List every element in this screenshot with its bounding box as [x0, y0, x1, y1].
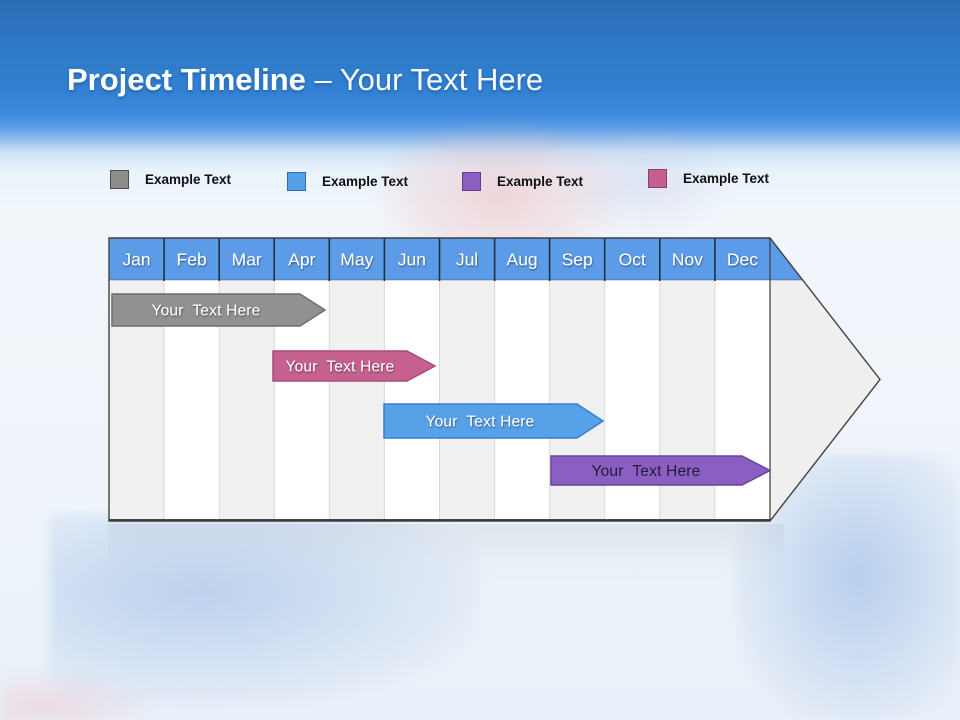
task-bar-gray[interactable]: [111, 293, 327, 327]
legend-item-gray[interactable]: Example Text: [110, 169, 231, 189]
column-gridlines: [163, 280, 716, 521]
task-bars: Your Text Here Your Text Here Your Text …: [111, 293, 772, 486]
table-reflection: [108, 524, 784, 594]
legend-label: Example Text: [145, 171, 232, 187]
stripe-jul: [439, 238, 495, 521]
month-header-aug: Aug: [507, 250, 538, 270]
month-header-mar: Mar: [232, 250, 262, 270]
slide-title-bold: Project Timeline: [67, 62, 315, 97]
month-labels: Jan Feb Mar Apr May Jun Jul Aug Sep Oct …: [122, 250, 758, 270]
month-header-sep: Sep: [562, 250, 593, 270]
task-bar-blue-label: Your Text Here: [426, 414, 535, 431]
slide-title-light: – Your Text Here: [314, 62, 544, 97]
month-header-apr: Apr: [288, 250, 315, 270]
legend-swatch-rect: [462, 171, 481, 191]
task-bar-pink-label: Your Text Here: [286, 359, 395, 376]
month-header-dec: Dec: [727, 250, 758, 270]
month-header-band: [109, 238, 804, 280]
legend-item-blue[interactable]: Example Text: [287, 171, 408, 191]
month-header-nov: Nov: [672, 250, 703, 270]
task-bar-pink[interactable]: [272, 350, 437, 382]
slide-title[interactable]: Project Timeline – Your Text Here: [67, 60, 543, 100]
stripe-jan: [109, 238, 165, 521]
timeline-arrow-svg: Jan Feb Mar Apr May Jun Jul Aug Sep Oct …: [108, 237, 881, 522]
month-header-oct: Oct: [619, 250, 646, 270]
timeline-chart[interactable]: Jan Feb Mar Apr May Jun Jul Aug Sep Oct …: [108, 237, 888, 523]
legend-item-pink[interactable]: Example Text: [648, 168, 769, 188]
month-header-jan: Jan: [122, 250, 150, 270]
legend-swatch-purple-icon: [462, 171, 481, 191]
background-watermark-foot-left: [50, 515, 480, 705]
header-dividers: [163, 238, 716, 281]
legend-swatch-pink-icon: [648, 168, 667, 188]
arrow-outline: [108, 237, 881, 522]
legend-swatch-gray-icon: [110, 169, 129, 189]
legend-swatch-blue-icon: [287, 171, 306, 191]
legend-swatch-rect: [648, 168, 667, 188]
month-header-feb: Feb: [177, 250, 207, 270]
stripe-mar: [219, 238, 275, 521]
task-bar-gray-label: Your Text Here: [152, 303, 261, 320]
legend-item-purple[interactable]: Example Text: [462, 171, 583, 191]
month-header-may: May: [340, 250, 373, 270]
timeline-body: [109, 238, 880, 521]
legend-label: Example Text: [683, 170, 770, 186]
task-bar-purple[interactable]: [550, 455, 772, 486]
month-header-jul: Jul: [456, 250, 478, 270]
background-watermark-pink: [0, 670, 150, 720]
legend-label: Example Text: [322, 173, 409, 189]
legend-swatch-rect: [287, 171, 306, 191]
task-bar-purple-label: Your Text Here: [592, 463, 701, 480]
legend-swatch-rect: [110, 169, 129, 189]
task-bar-blue[interactable]: [383, 403, 605, 439]
legend-label: Example Text: [497, 173, 584, 189]
month-header-jun: Jun: [398, 250, 426, 270]
